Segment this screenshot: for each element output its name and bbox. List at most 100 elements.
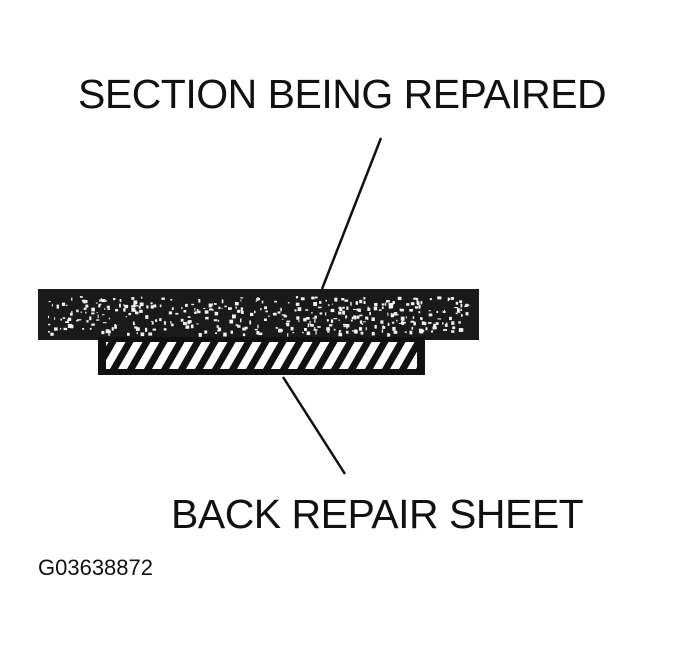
speckle (359, 327, 363, 331)
speckle (152, 321, 154, 325)
speckle (437, 318, 442, 320)
speckle (381, 306, 384, 309)
speckle (444, 324, 448, 327)
speckle (346, 306, 349, 310)
speckle (285, 322, 290, 325)
speckle (359, 314, 363, 317)
speckle (133, 300, 138, 305)
speckle (217, 330, 221, 332)
speckle (237, 309, 241, 313)
speckle (230, 330, 233, 334)
speckle (82, 328, 85, 330)
speckle (100, 298, 102, 302)
speckle (108, 317, 110, 320)
speckle (339, 307, 343, 311)
top-label: SECTION BEING REPAIRED (78, 71, 607, 117)
speckle (107, 308, 110, 310)
speckle (420, 300, 423, 305)
speckle (59, 327, 62, 330)
speckle (204, 310, 209, 314)
leader-line-top (320, 137, 383, 290)
speckle (373, 306, 378, 311)
speckle (409, 309, 413, 312)
speckle (98, 304, 101, 308)
speckle (371, 317, 375, 321)
speckle (65, 304, 68, 306)
speckle (392, 326, 396, 331)
speckle (131, 297, 134, 300)
speckle (346, 325, 348, 329)
speckle (338, 311, 342, 315)
speckle (203, 308, 206, 309)
section-texture (48, 296, 470, 337)
bottom-label: BACK REPAIR SHEET (171, 491, 584, 537)
speckle (283, 315, 288, 318)
speckle (448, 298, 451, 300)
speckle (436, 310, 439, 313)
speckle (274, 300, 277, 303)
speckle (96, 312, 98, 314)
speckle (362, 321, 366, 323)
speckle (260, 308, 262, 311)
speckle (312, 317, 315, 319)
speckle (135, 305, 139, 307)
speckle (392, 301, 395, 304)
speckle (194, 311, 197, 314)
speckle (65, 321, 69, 323)
speckle (235, 324, 239, 327)
speckle (76, 320, 79, 322)
speckle (278, 328, 282, 333)
speckle (85, 311, 87, 314)
speckle (369, 311, 371, 316)
speckle (71, 310, 73, 315)
speckle (139, 309, 143, 313)
speckle (48, 323, 51, 326)
speckle (465, 312, 469, 316)
speckle (313, 329, 318, 331)
speckle (104, 300, 108, 302)
speckle (205, 316, 209, 320)
speckle (452, 326, 456, 330)
speckle (350, 319, 353, 322)
speckle (71, 297, 73, 301)
speckle (386, 300, 390, 303)
speckle (145, 327, 148, 332)
speckle (108, 330, 111, 334)
speckle (421, 321, 425, 325)
speckle (388, 305, 392, 309)
speckle (387, 322, 390, 326)
speckle (363, 297, 366, 300)
speckle (333, 328, 336, 331)
speckle (91, 323, 95, 326)
speckle (235, 306, 237, 309)
speckle (431, 330, 434, 333)
speckle (180, 318, 184, 322)
speckle (170, 299, 173, 301)
speckle (50, 332, 54, 336)
speckle (437, 296, 441, 299)
speckle (390, 313, 395, 318)
speckle (341, 298, 345, 301)
speckle (151, 320, 153, 323)
speckle (187, 316, 191, 318)
speckle (187, 320, 191, 325)
speckle (183, 321, 187, 325)
speckle (264, 318, 267, 321)
speckle (155, 319, 158, 322)
speckle (305, 309, 309, 311)
speckle (393, 312, 398, 316)
speckle (343, 323, 346, 326)
speckle (330, 319, 334, 323)
speckle (459, 300, 463, 303)
speckle (412, 316, 415, 319)
speckle (454, 307, 459, 309)
speckle (342, 306, 345, 309)
speckle (209, 308, 213, 311)
speckle (48, 331, 50, 333)
speckle (198, 333, 202, 337)
speckle (418, 311, 421, 314)
speckle (196, 309, 199, 312)
speckle (420, 317, 423, 321)
speckle (363, 300, 366, 304)
